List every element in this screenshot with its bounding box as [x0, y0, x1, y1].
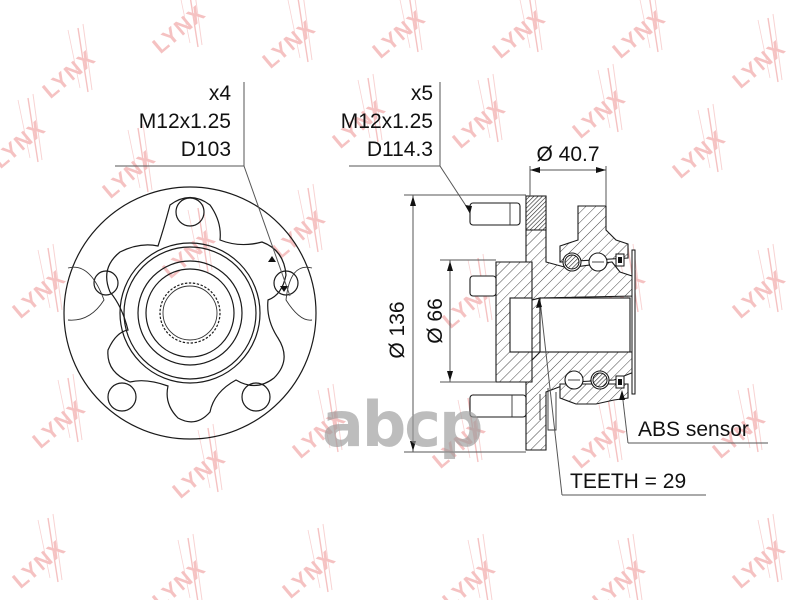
bore-diameter-label: Ø 40.7: [536, 143, 599, 166]
wheel-stud: [469, 275, 497, 297]
bolt-hole: [107, 382, 137, 412]
abcp-watermark: abcp: [322, 388, 481, 461]
abs-sensor-callout: ABS sensor: [619, 390, 768, 444]
hub-front-view: [63, 82, 317, 440]
bolt-hole: [241, 382, 271, 412]
front-stud-callout: x4 M12x1.25 D103: [115, 82, 244, 167]
wheel-stud: [469, 394, 527, 418]
dimension-bore-diameter: Ø 40.7: [529, 143, 607, 206]
wheel-stud: [469, 195, 547, 231]
side-stud-callout: x5 M12x1.25 D114.3: [341, 82, 472, 214]
bolt-hole: [273, 270, 299, 296]
flange-diameter-label: Ø 136: [386, 301, 409, 358]
front-stud-thread: M12x1.25: [139, 110, 231, 133]
pilot-diameter-label: Ø 66: [424, 298, 447, 344]
bolt-hole: [93, 270, 119, 296]
front-stud-pcd: D103: [181, 138, 231, 161]
side-stud-pcd: D114.3: [367, 138, 433, 161]
side-stud-thread: M12x1.25: [341, 110, 433, 133]
teeth-callout: TEETH = 29: [536, 298, 706, 496]
dimension-flange-diameter: Ø 136: [386, 194, 526, 453]
side-stud-count: x5: [411, 82, 433, 105]
teeth-label: TEETH = 29: [570, 470, 686, 493]
hub-section-view: [469, 195, 636, 451]
dimension-pilot-diameter: Ø 66: [424, 259, 496, 383]
abs-sensor-label: ABS sensor: [638, 418, 749, 441]
front-stud-count: x4: [209, 82, 232, 105]
bolt-hole: [175, 197, 205, 227]
